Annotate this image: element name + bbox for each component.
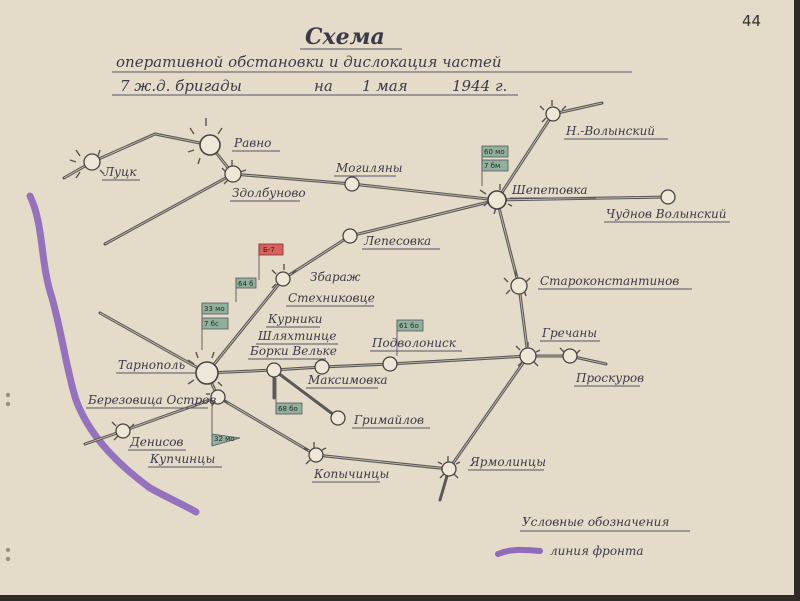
station-podvolochisk [382, 356, 398, 372]
flag-68bo [275, 402, 303, 415]
label-kopychintsy: Копычинцы [313, 467, 389, 481]
station-shepetovka [487, 190, 507, 210]
unit-flags: 60 мо 7 бм Б-7 64 б 33 мо 7 бс 61 бо 68 … [201, 145, 509, 447]
flag-label-61bo: 61 бо [399, 322, 419, 330]
map-title: Схема оперативной обстановки и дислокаци… [112, 24, 632, 96]
flag-label-64b: 64 б [238, 280, 253, 288]
label-denisov: Денисов [129, 435, 183, 449]
title-brigade: 7 ж.д. бригады [120, 77, 242, 95]
station-chudnov [660, 189, 676, 205]
title-year: 1944 г. [452, 77, 507, 95]
flag-60mo [481, 145, 509, 158]
station-denisov [115, 423, 131, 439]
label-tarnopol: Тарнополь [118, 358, 185, 372]
title-date: 1 мая [362, 77, 408, 95]
flag-32mo [211, 433, 241, 447]
label-grechany: Гречаны [541, 326, 597, 340]
label-lepesovka: Лепесовка [363, 234, 431, 248]
label-podvolochisk: Подволониск [371, 336, 457, 350]
legend-front-line-swatch [495, 546, 543, 557]
station-lepesovka [342, 228, 358, 244]
station-starokonstantinov [510, 277, 528, 295]
title-line-2: оперативной обстановки и дислокация част… [116, 53, 502, 71]
front-line [26, 192, 200, 516]
legend: Условные обозначения линия фронта [495, 515, 690, 558]
station-grechany [519, 347, 537, 365]
stations [83, 106, 676, 477]
label-shlyakhtintse: Шляхтинце [257, 329, 337, 343]
flag-7bs [201, 317, 229, 330]
label-proskurov: Проскуров [575, 371, 644, 385]
flag-b7 [258, 243, 284, 256]
label-zbarazh: Збараж [310, 270, 361, 284]
flag-label-32mo: 32 мо [214, 435, 235, 443]
flag-7bm [481, 159, 509, 172]
station-yarmolintsy [441, 461, 457, 477]
title-line-1: Схема [305, 24, 385, 50]
station-kopychintsy [308, 447, 324, 463]
station-berezovitsa [210, 389, 226, 405]
station-zbarazh [275, 271, 291, 287]
legend-heading: Условные обозначения [522, 515, 669, 529]
label-yarmolintsy: Ярмолинцы [469, 455, 546, 469]
label-shepetovka: Шепетовка [511, 183, 588, 197]
station-mogilyany [344, 176, 360, 192]
place-labels: Луцк Равно Здолбуново Могиляны Шепетовка… [86, 124, 730, 483]
flag-64b [235, 277, 257, 289]
binding-holes [5, 392, 11, 562]
flag-label-68bo: 68 бо [278, 405, 298, 413]
station-n-volynsky [545, 106, 561, 122]
label-stekhnikovtse: Стехниковце [288, 291, 375, 305]
label-kupchintsy: Купчинцы [149, 452, 215, 466]
label-kurniki: Курники [267, 312, 322, 326]
station-tarnopol [195, 361, 219, 385]
flag-33mo [201, 302, 229, 315]
label-maksimovka: Максимовка [307, 373, 388, 387]
legend-front-line-label: линия фронта [550, 544, 644, 558]
flag-label-33mo: 33 мо [204, 305, 225, 313]
label-starokonstantinov: Староконстантинов [540, 274, 679, 288]
label-n-volynsky: Н.-Волынский [565, 124, 655, 138]
flag-label-b7: Б-7 [263, 246, 275, 254]
label-lutsk: Луцк [103, 165, 137, 179]
station-borki-velke [266, 362, 282, 378]
station-maksimovka [314, 359, 330, 375]
label-rovno: Равно [233, 136, 271, 150]
label-borki-velke: Борки Вельке [249, 344, 337, 358]
station-proskurov [562, 348, 578, 364]
station-rovno [199, 134, 221, 156]
flag-61bo [396, 319, 424, 332]
label-berezovitsa: Березовица Остров [87, 393, 216, 407]
station-lutsk [83, 153, 101, 171]
flag-label-7bs: 7 бс [204, 320, 219, 328]
flag-label-7bm: 7 бм [484, 162, 500, 170]
label-zdolbunovo: Здолбуново [232, 186, 306, 200]
station-zdolbunovo [224, 165, 242, 183]
flag-label-60mo: 60 мо [484, 148, 505, 156]
label-chudnov: Чуднов Волынский [606, 207, 726, 221]
title-preposition: на [314, 77, 333, 95]
station-grimailov [330, 410, 346, 426]
page-number: 44 [742, 12, 761, 30]
label-grimailov: Гримайлов [353, 413, 424, 427]
label-mogilyany: Могиляны [335, 161, 403, 175]
